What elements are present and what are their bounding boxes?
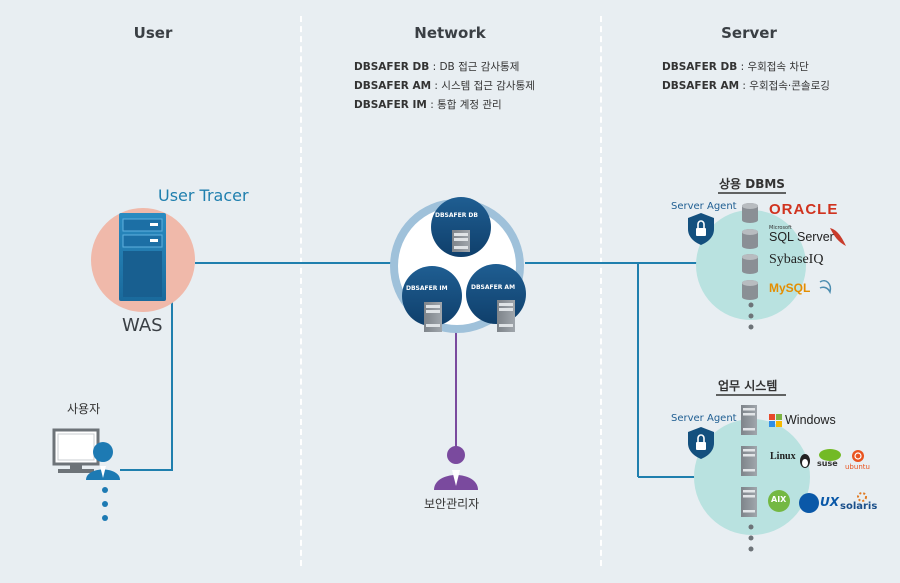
suse-logo-icon (819, 449, 841, 461)
aix-label: AIX (771, 495, 787, 504)
dbsafer-am-node (466, 264, 526, 332)
dbms-agent-label: Server Agent (671, 201, 737, 212)
dbms-dots (748, 302, 754, 330)
admin-label: 보안관리자 (424, 497, 480, 511)
sqlserver-logo-icon (830, 228, 846, 246)
connection-lines (120, 262, 700, 478)
network-description: DBSAFER DB : DB 접근 감사통제 DBSAFER AM : 시스템… (354, 58, 535, 115)
shield-lock-icon (688, 427, 714, 459)
user-label: 사용자 (67, 402, 101, 416)
dbsafer-am-label: DBSAFER AM (471, 284, 516, 291)
tux-icon (800, 454, 810, 468)
desc-row: DBSAFER DB : 우회접속 차단 (662, 61, 809, 73)
microsoft-small-label: Microsoft (769, 225, 792, 231)
desc-row: DBSAFER AM : 우회접속·콘솔로깅 (662, 80, 830, 92)
hp-logo-icon (799, 493, 819, 513)
user-pc-icon (52, 428, 120, 480)
dbsafer-db-node (431, 197, 491, 257)
dbsafer-db-label: DBSAFER DB (435, 212, 478, 219)
dbms-title: 상용 DBMS (719, 177, 785, 191)
dbms-group (696, 192, 806, 320)
solaris-sun-icon (857, 492, 867, 502)
desc-row: DBSAFER DB : DB 접근 감사통제 (354, 61, 520, 73)
sybase-logo: SybaseIQ (769, 252, 824, 267)
was-label: WAS (122, 315, 163, 336)
desc-row: DBSAFER AM : 시스템 접근 감사통제 (354, 80, 535, 92)
user-dots (102, 487, 108, 521)
sqlserver-logo: SQL Server (769, 230, 834, 244)
desc-row: DBSAFER IM : 통합 계정 관리 (354, 99, 502, 111)
linux-label: Linux (770, 451, 796, 462)
suse-label: suse (817, 459, 838, 468)
biz-agent-label: Server Agent (671, 413, 737, 424)
mysql-logo: MySQL (769, 281, 811, 295)
server-description: DBSAFER DB : 우회접속 차단 DBSAFER AM : 우회접속·콘… (662, 58, 830, 96)
divider-right (600, 16, 602, 566)
column-title-network: Network (414, 24, 486, 42)
ubuntu-label: ubuntu (845, 463, 870, 471)
dbsafer-im-node (402, 266, 462, 332)
biz-dots (748, 524, 754, 552)
windows-logo-icon (769, 414, 782, 427)
mysql-dolphin-icon (819, 280, 832, 295)
ubuntu-logo-icon (852, 450, 864, 462)
column-title-server: Server (721, 24, 777, 42)
biz-title: 업무 시스템 (718, 379, 778, 393)
oracle-logo: ORACLE (769, 201, 839, 218)
admin-icon (434, 446, 478, 490)
divider-left (300, 16, 302, 566)
solaris-label: solaris (840, 501, 878, 512)
hpux-label: UX (820, 495, 839, 509)
user-tracer-label: User Tracer (158, 186, 249, 205)
aix-logo-icon (768, 490, 790, 512)
dbsafer-im-label: DBSAFER IM (406, 285, 448, 292)
column-title-user: User (133, 24, 173, 42)
was-node (91, 208, 195, 312)
shield-lock-icon (688, 213, 714, 245)
windows-label: Windows (785, 413, 836, 427)
